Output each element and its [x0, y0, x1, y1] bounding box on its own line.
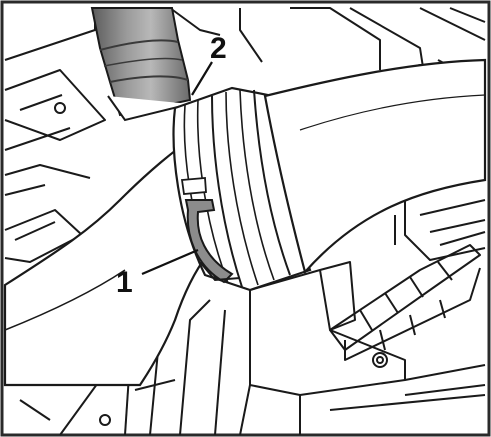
- clip-latch: [180, 177, 241, 284]
- lower-bracket-lattice: [329, 244, 481, 361]
- rubber-hose: [90, 7, 192, 122]
- leader-line-2: [191, 61, 213, 96]
- air-duct-tube: [263, 58, 487, 275]
- leader-lines: [141, 61, 213, 276]
- leader-line-1: [141, 248, 199, 276]
- callout-2: 2: [210, 32, 227, 65]
- callout-1: 1: [116, 266, 133, 299]
